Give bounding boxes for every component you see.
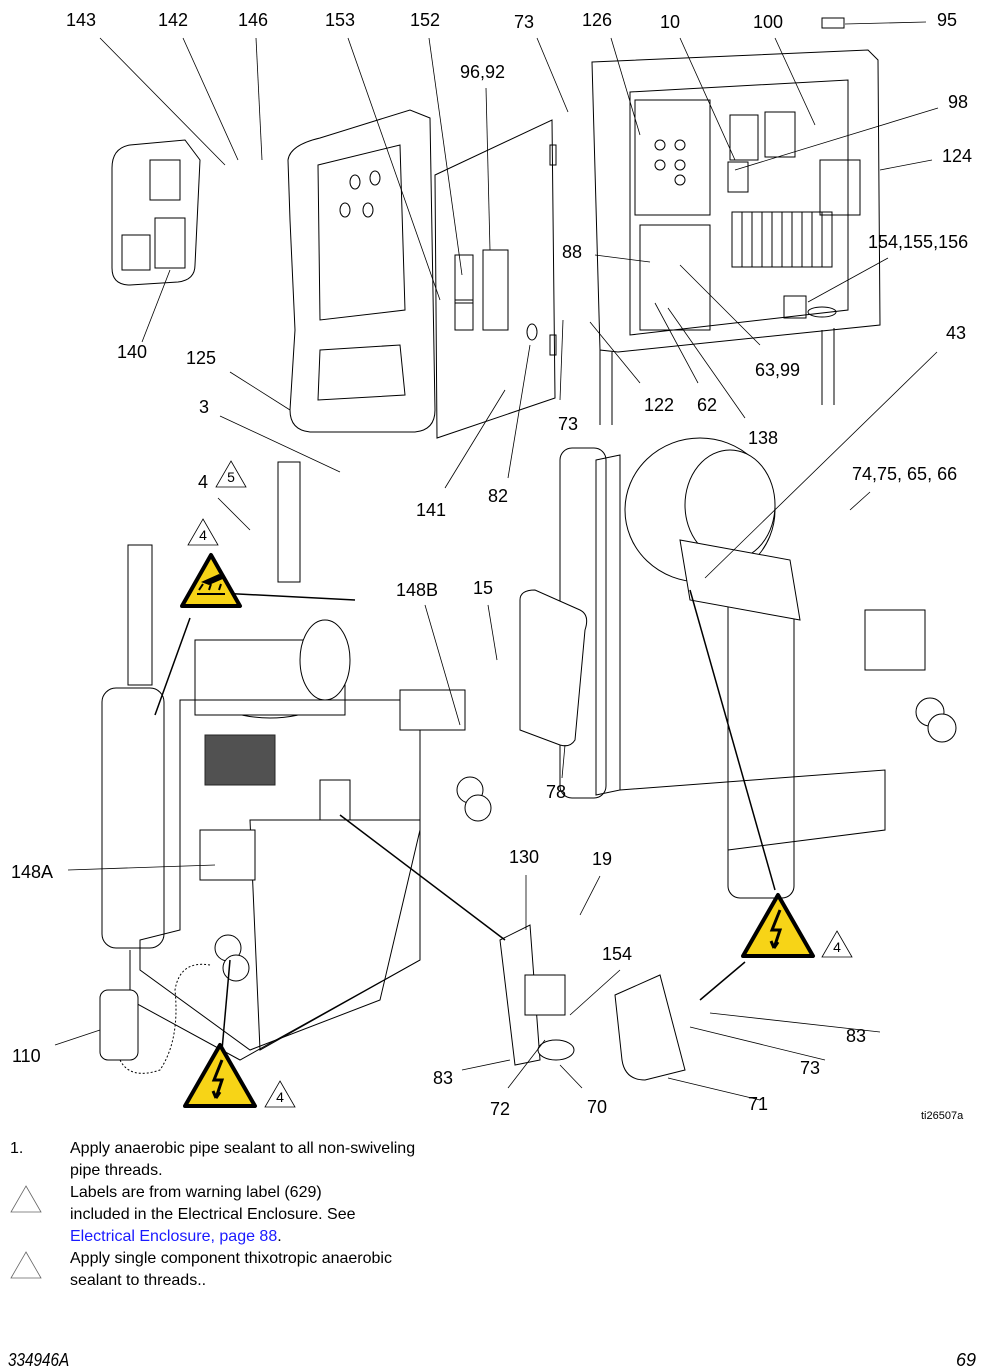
note-reference-triangle: 5 <box>214 459 248 489</box>
callout-73: 73 <box>514 12 535 32</box>
note-text: Labels are from warning label (629) <box>70 1184 322 1201</box>
document-number: 334946A <box>8 1350 70 1370</box>
callout-71: 71 <box>748 1094 769 1114</box>
note-reference-triangle: 4 <box>263 1079 297 1109</box>
hot-surface-warning-icon <box>180 553 242 608</box>
callout-140: 140 <box>117 342 148 362</box>
triangle-number: 4 <box>833 939 841 955</box>
note-text: included in the Electrical Enclosure. Se… <box>70 1206 356 1223</box>
control-panel-part <box>111 139 201 286</box>
figure-reference-id: ti26507a <box>921 1110 964 1122</box>
electrical-enclosure-part <box>591 17 881 425</box>
note-marker: 1. <box>10 1140 24 1157</box>
note-reference-triangle: 4 <box>820 929 854 959</box>
callout-72: 72 <box>490 1099 511 1119</box>
note-text: pipe threads. <box>70 1162 163 1179</box>
callout-95: 95 <box>937 10 958 30</box>
triangle-icon <box>10 1251 42 1279</box>
callout-83: 83 <box>433 1068 454 1088</box>
callout-125: 125 <box>186 348 217 368</box>
callout-142: 142 <box>158 10 189 30</box>
note-reference-triangle: 4 <box>186 517 220 547</box>
note-2-line-2: included in the Electrical Enclosure. Se… <box>0 1204 520 1226</box>
triangle-icon <box>264 1080 296 1108</box>
callout-154-155-156: 154,155,156 <box>868 232 969 252</box>
callout-148A: 148A <box>11 862 54 882</box>
callout-154: 154 <box>602 944 633 964</box>
callout-141: 141 <box>416 500 447 520</box>
leader-lines <box>54 21 939 1101</box>
callout-98: 98 <box>948 92 969 112</box>
callout-100: 100 <box>753 12 784 32</box>
note-3: Apply single component thixotropic anaer… <box>0 1248 520 1279</box>
note-text: sealant to threads.. <box>70 1272 207 1289</box>
callout-43: 43 <box>946 323 967 343</box>
callout-73: 73 <box>800 1058 821 1078</box>
callout-152: 152 <box>410 10 441 30</box>
callout-148B: 148B <box>396 580 439 600</box>
callout-63-99: 63,99 <box>755 360 801 380</box>
electric-shock-warning-icon <box>741 893 815 958</box>
exploded-parts-diagram: 143 142 146 153 152 96,92 73 126 10 100 … <box>11 10 973 1122</box>
electrical-enclosure-link[interactable]: Electrical Enclosure, page 88 <box>70 1228 278 1245</box>
callout-130: 130 <box>509 847 540 867</box>
filter-part <box>99 963 211 1074</box>
callout-15: 15 <box>473 578 494 598</box>
callout-88: 88 <box>562 242 583 262</box>
triangle-icon <box>821 930 853 958</box>
callout-62: 62 <box>697 395 718 415</box>
triangle-number: 4 <box>199 527 207 543</box>
callout-4: 4 <box>198 472 209 492</box>
note-3-line-2: sealant to threads.. <box>0 1270 520 1292</box>
note-text: Apply single component thixotropic anaer… <box>70 1250 392 1267</box>
callout-143: 143 <box>66 10 97 30</box>
note-2-line-3: Electrical Enclosure, page 88. <box>0 1226 520 1248</box>
shroud-cover-part <box>287 109 436 433</box>
callout-70: 70 <box>587 1097 608 1117</box>
callout-138: 138 <box>748 428 779 448</box>
callout-153: 153 <box>325 10 356 30</box>
callout-110: 110 <box>12 1046 41 1066</box>
note-2: Labels are from warning label (629) <box>0 1182 520 1213</box>
left-machine-assembly <box>101 461 492 1061</box>
note-1: 1. Apply anaerobic pipe sealant to all n… <box>0 1138 520 1160</box>
callout-146: 146 <box>238 10 269 30</box>
callout-78: 78 <box>546 782 567 802</box>
callout-19: 19 <box>592 849 613 869</box>
callout-83: 83 <box>846 1026 867 1046</box>
callout-74-75-65-66: 74,75, 65, 66 <box>852 464 958 484</box>
note-link-line: Electrical Enclosure, page 88. <box>70 1226 282 1248</box>
note-text: Apply anaerobic pipe sealant to all non-… <box>70 1140 416 1157</box>
bracket-assembly <box>499 924 686 1081</box>
callout-73: 73 <box>558 414 579 434</box>
page-number: 69 <box>955 1350 976 1370</box>
note-1-line-2: pipe threads. <box>0 1160 520 1182</box>
triangle-number: 4 <box>276 1089 284 1105</box>
callout-82: 82 <box>488 486 509 506</box>
link-suffix: . <box>277 1228 282 1245</box>
callout-124: 124 <box>942 146 973 166</box>
callout-10: 10 <box>660 12 681 32</box>
triangle-icon <box>215 460 247 488</box>
figure-notes: 1. Apply anaerobic pipe sealant to all n… <box>0 1138 520 1292</box>
triangle-icon <box>187 518 219 546</box>
callout-126: 126 <box>582 10 613 30</box>
callout-96-92: 96,92 <box>460 62 506 82</box>
callout-3: 3 <box>199 397 210 417</box>
triangle-number: 5 <box>227 469 235 485</box>
electric-shock-warning-icon <box>183 1043 257 1108</box>
enclosure-door-part <box>434 119 557 439</box>
triangle-icon <box>10 1185 42 1213</box>
callout-122: 122 <box>644 395 675 415</box>
right-machine-assembly <box>519 437 957 899</box>
diagram-line-art <box>54 17 957 1101</box>
